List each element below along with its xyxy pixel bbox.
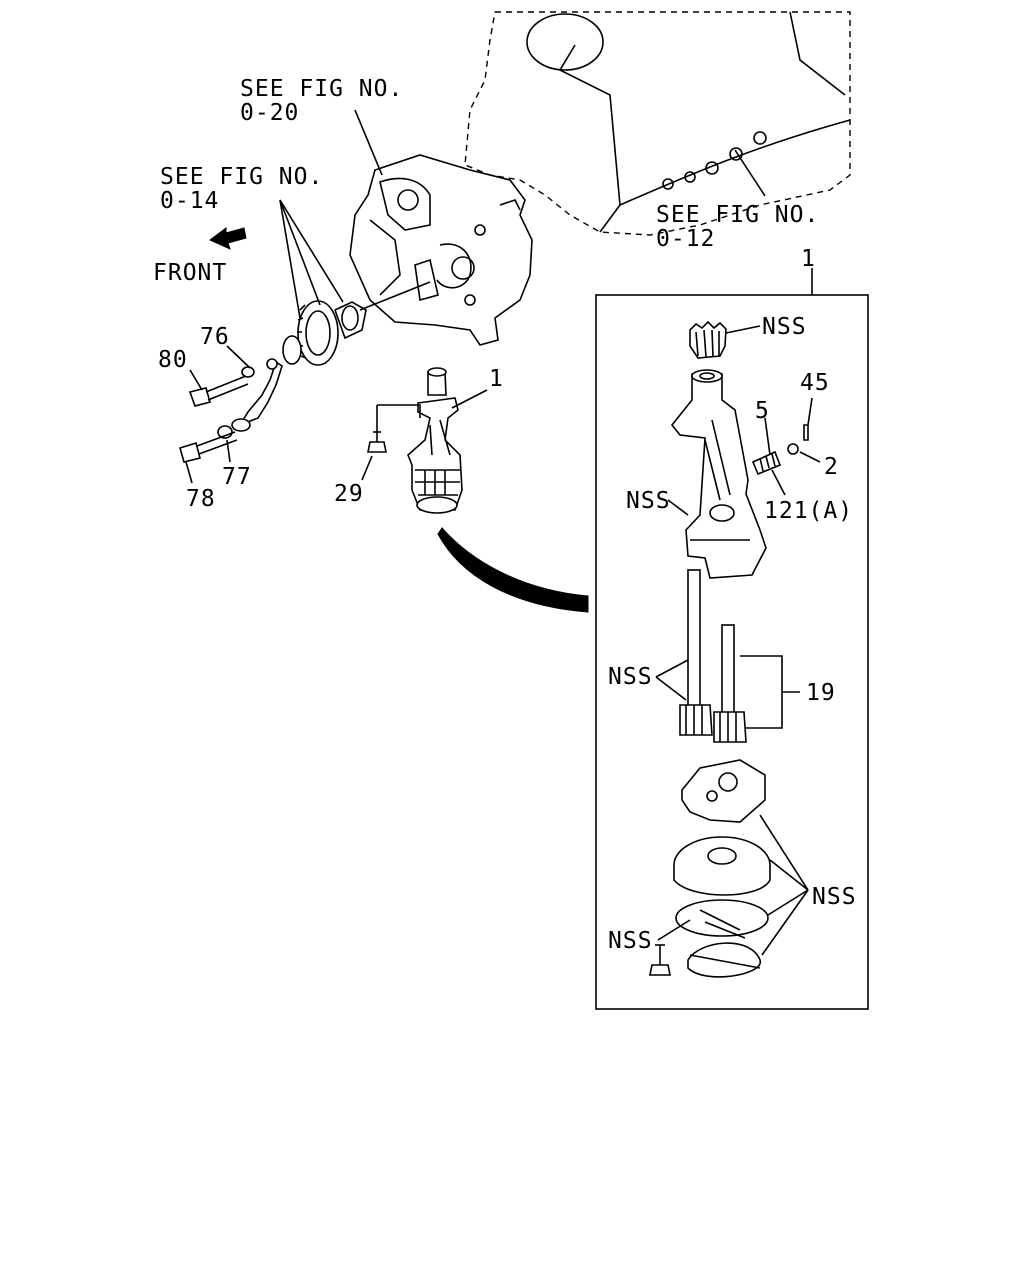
callout-nss-gear: NSS bbox=[762, 314, 807, 340]
svg-text:0-20: 0-20 bbox=[240, 100, 299, 126]
callout-76: 76 bbox=[200, 324, 230, 350]
callout-2: 2 bbox=[824, 454, 839, 480]
oil-pump-assembly bbox=[367, 367, 463, 514]
oil-pipe-bracket bbox=[179, 358, 283, 463]
callout-29: 29 bbox=[334, 481, 364, 507]
callout-78: 78 bbox=[186, 486, 216, 512]
callout-80: 80 bbox=[158, 347, 188, 373]
callout-19: 19 bbox=[806, 680, 836, 706]
drive-gear bbox=[689, 320, 761, 359]
callout-121a: 121(A) bbox=[764, 498, 853, 524]
reference-fig-0-20: SEE FIG NO. 0-20 bbox=[240, 76, 403, 126]
callout-1-box: 1 bbox=[801, 246, 816, 272]
pump-cover-plate bbox=[681, 759, 766, 823]
relief-valve-parts bbox=[751, 397, 821, 496]
callout-1-main: 1 bbox=[489, 366, 504, 392]
strainer-bolt bbox=[649, 919, 691, 976]
reference-fig-0-12: SEE FIG NO. 0-12 bbox=[656, 202, 819, 252]
callout-45: 45 bbox=[800, 370, 830, 396]
front-arrow-icon bbox=[209, 227, 247, 250]
magnification-arrow bbox=[437, 527, 589, 613]
svg-text:0-14: 0-14 bbox=[160, 188, 219, 214]
svg-text:SEE FIG NO.: SEE FIG NO. bbox=[656, 202, 819, 228]
callout-nss-bolt: NSS bbox=[608, 928, 653, 954]
front-label: FRONT bbox=[153, 260, 227, 286]
svg-text:SEE FIG NO.: SEE FIG NO. bbox=[160, 164, 323, 190]
reference-leaders bbox=[185, 109, 766, 484]
svg-text:SEE FIG NO.: SEE FIG NO. bbox=[240, 76, 403, 102]
reference-fig-0-14: SEE FIG NO. 0-14 bbox=[160, 164, 323, 214]
detail-box bbox=[595, 294, 869, 1010]
engine-block-outline bbox=[464, 11, 851, 236]
callout-nss-cover: NSS bbox=[812, 884, 857, 910]
oil-strainer bbox=[673, 814, 809, 978]
callout-5: 5 bbox=[755, 398, 770, 424]
timing-gear-case bbox=[349, 154, 533, 346]
callout-nss-body: NSS bbox=[626, 488, 671, 514]
callout-nss-shafts: NSS bbox=[608, 664, 653, 690]
idler-gear-assembly bbox=[282, 281, 431, 366]
callout-77: 77 bbox=[222, 464, 252, 490]
pump-gear-shafts bbox=[655, 569, 800, 743]
svg-text:0-12: 0-12 bbox=[656, 226, 715, 252]
pump-body bbox=[667, 369, 767, 579]
